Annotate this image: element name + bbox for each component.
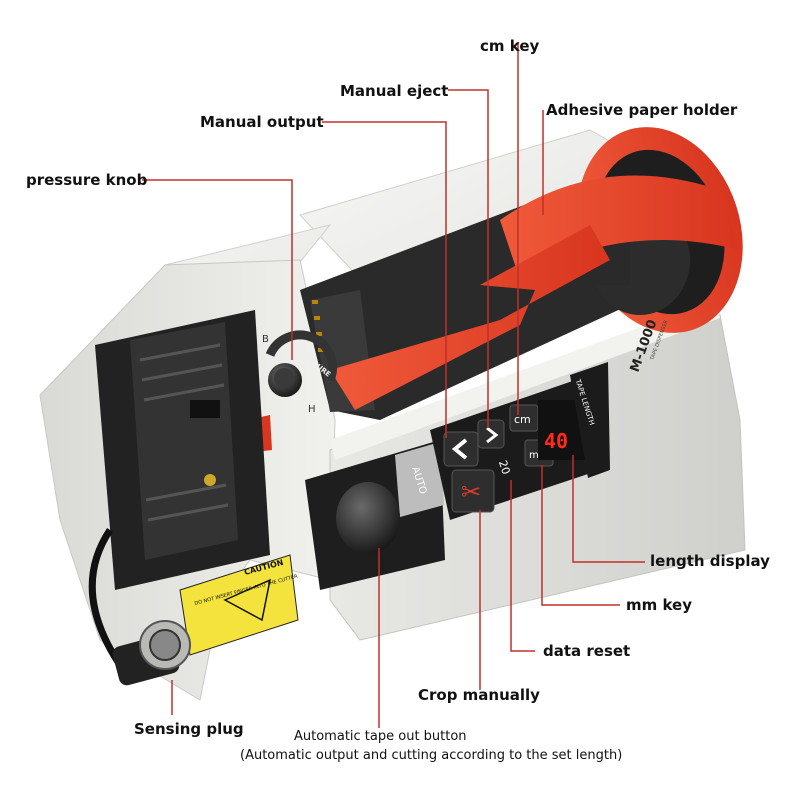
label-manual-output: Manual output	[200, 113, 324, 131]
svg-text:40: 40	[544, 429, 568, 453]
auto-panel: AUTO	[305, 440, 445, 590]
leader-manual-output	[322, 121, 447, 438]
label-data-reset: data reset	[543, 642, 631, 660]
label-cm-key: cm key	[480, 37, 540, 55]
label-mm-key: mm key	[626, 596, 693, 614]
svg-text:✂: ✂	[461, 478, 481, 506]
svg-text:H: H	[308, 404, 316, 415]
label-crop-manually: Crop manually	[418, 686, 540, 704]
caution-sticker: CAUTION DO NOT INSERT FINGER INTO THE CU…	[179, 554, 299, 656]
leader-data-reset	[510, 480, 535, 652]
leader-lines	[142, 42, 645, 728]
keypad: ✂ cm mm 20 40 TAPE LENGTH	[430, 362, 610, 520]
label-length-display: length display	[650, 552, 770, 570]
label-sensing-plug: Sensing plug	[134, 720, 244, 738]
cutter-mechanism	[95, 310, 270, 590]
svg-text:B: B	[262, 334, 269, 345]
label-pressure-knob: pressure knob	[26, 171, 148, 189]
leader-pressure-knob	[142, 179, 293, 360]
svg-text:20: 20	[496, 459, 513, 476]
svg-text:cm: cm	[514, 413, 531, 426]
label-auto-button-line2: (Automatic output and cutting according …	[240, 748, 623, 763]
label-manual-eject: Manual eject	[340, 82, 449, 100]
leader-length-display	[572, 455, 645, 563]
tape-strip	[330, 225, 610, 410]
tape-reel	[500, 127, 743, 333]
leader-mm-key	[541, 465, 620, 606]
label-auto-button-line1: Automatic tape out button	[294, 729, 467, 744]
label-adhesive-paper-holder: Adhesive paper holder	[546, 101, 738, 119]
sensing-plug	[88, 528, 191, 686]
leader-manual-eject	[448, 89, 489, 428]
auto-button	[336, 482, 400, 554]
